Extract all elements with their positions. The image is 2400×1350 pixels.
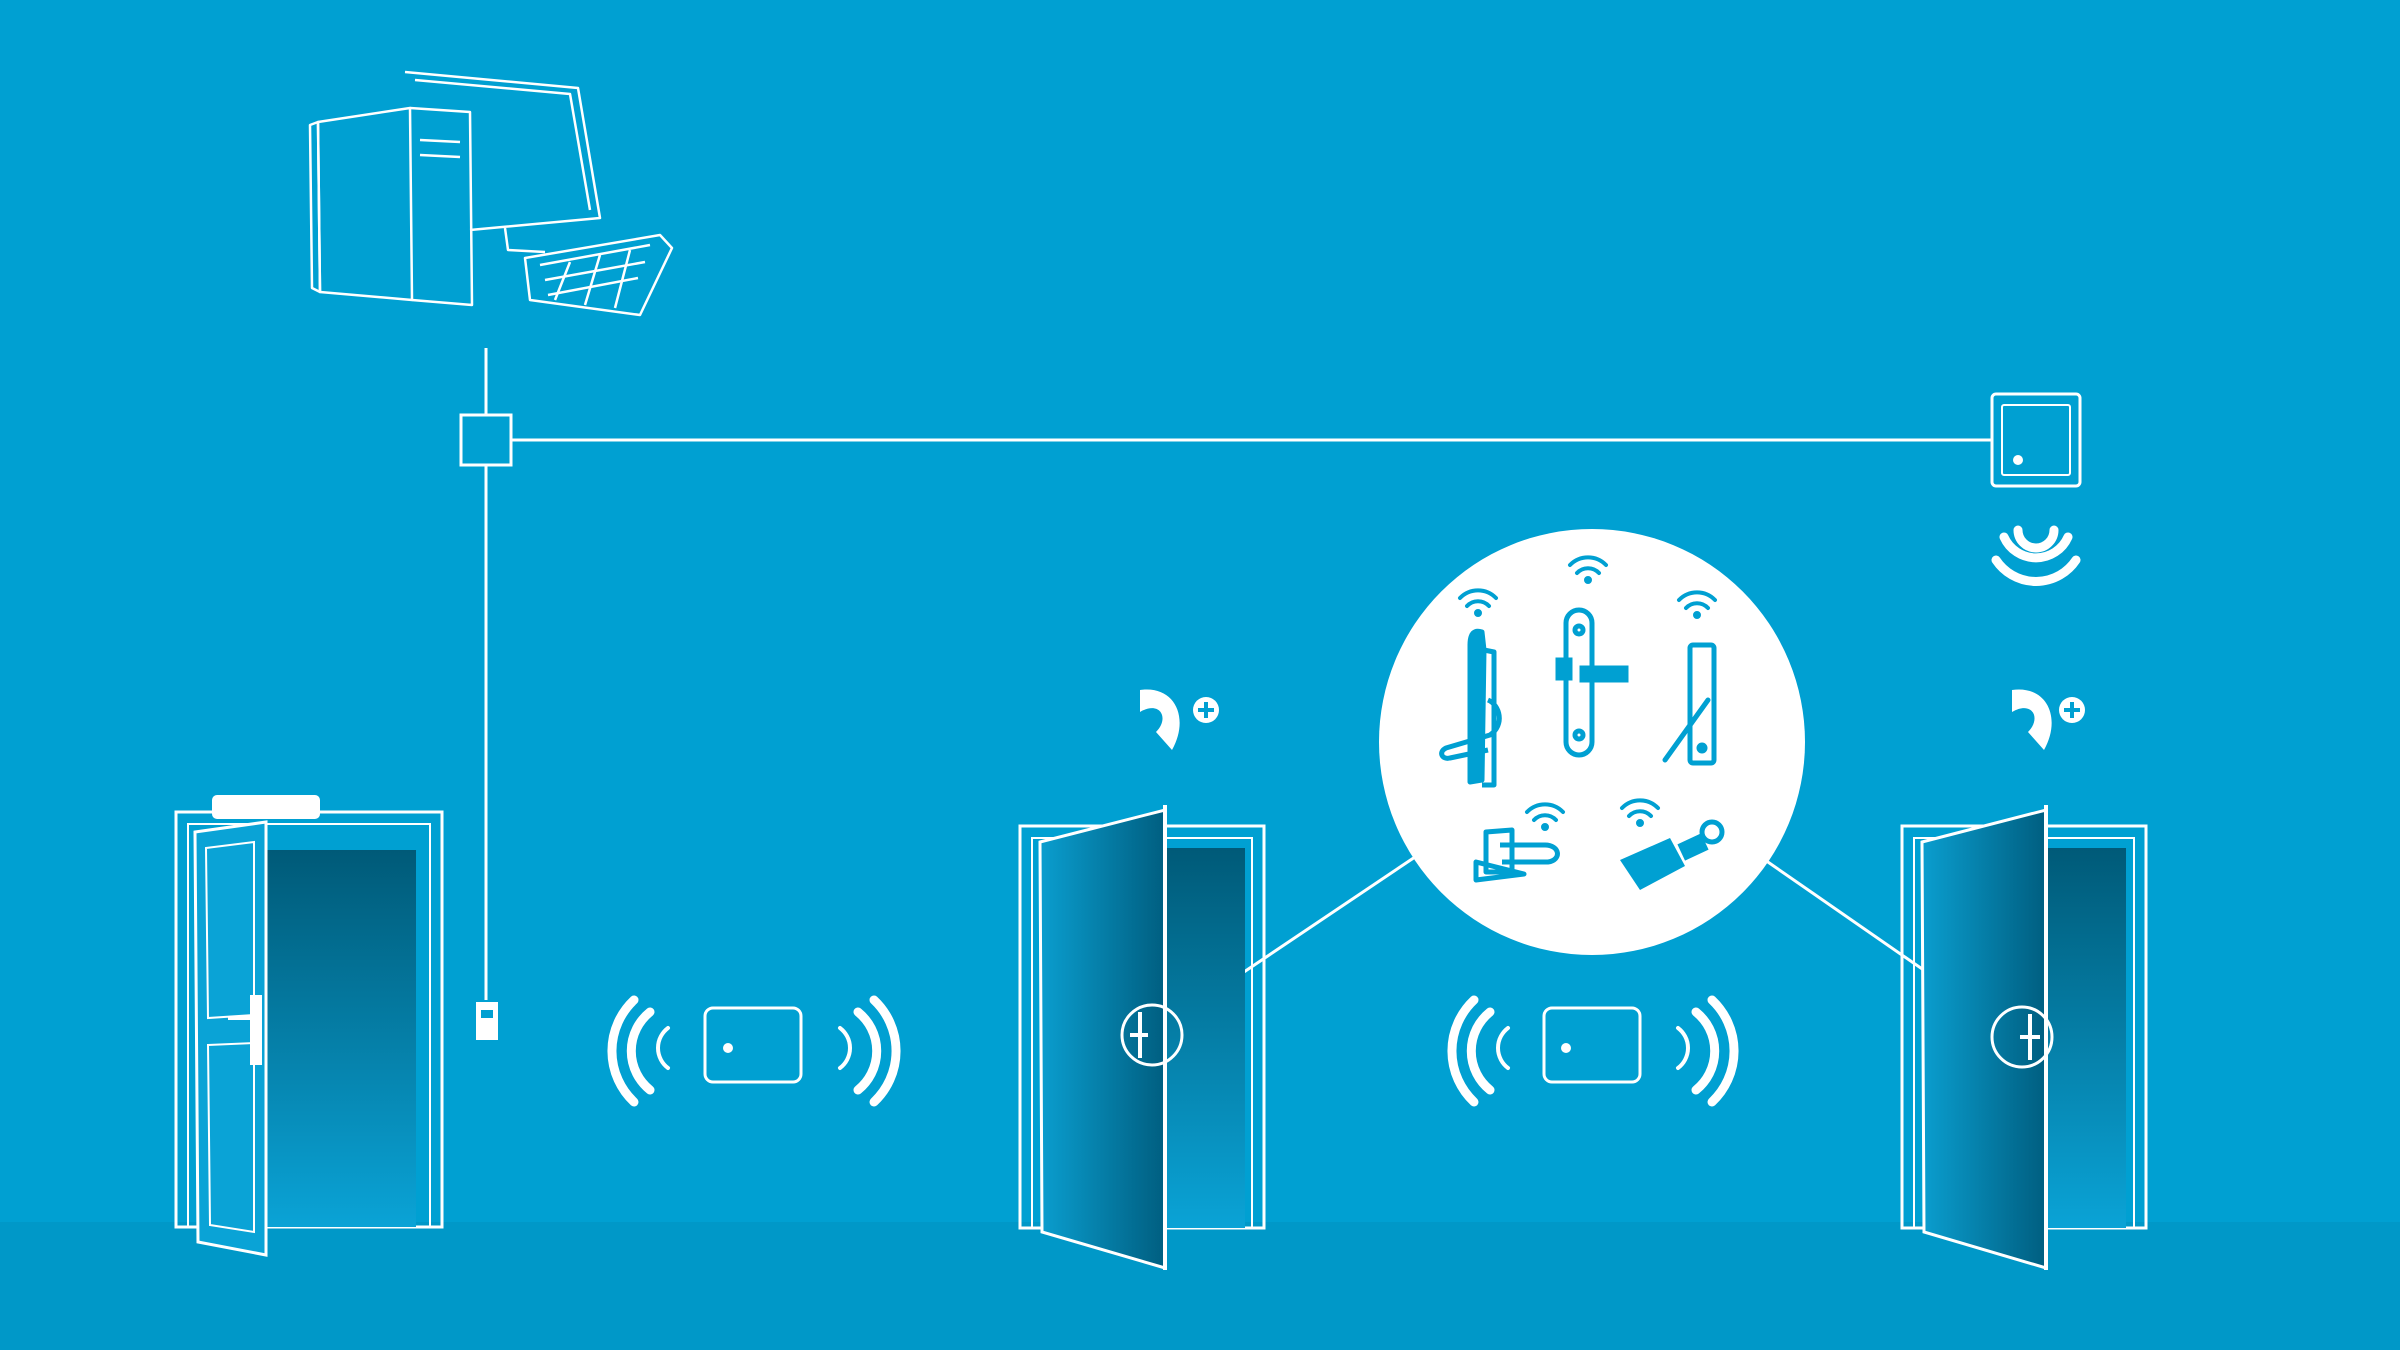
- reader-slot: [481, 1010, 493, 1018]
- lever-lock-icon: [1473, 827, 1560, 883]
- wireless-lock-catalog-icon: [1379, 529, 1805, 955]
- narrow-stile-handle-icon: [1662, 642, 1717, 766]
- wireless-door-icon: [1018, 805, 1266, 1271]
- wifi-signal-icon: [1991, 525, 2081, 586]
- electronic-cylinder-icon: [1620, 819, 1725, 890]
- rfid-card-icon: [1447, 995, 1739, 1107]
- desktop-computer-icon: [308, 70, 674, 317]
- add-user-icon: [1140, 689, 1219, 750]
- wired-door-icon: [174, 795, 444, 1257]
- wireless-gateway-icon: [1990, 392, 2082, 488]
- electronic-handle-icon: [1439, 628, 1502, 788]
- add-user-icon: [2012, 689, 2085, 750]
- rfid-card-icon: [607, 995, 901, 1107]
- wall-reader-icon: [476, 1002, 498, 1040]
- wireless-door-icon: [1900, 805, 2148, 1271]
- mortise-lock-icon: [1555, 607, 1629, 758]
- junction-box-icon: [459, 413, 513, 467]
